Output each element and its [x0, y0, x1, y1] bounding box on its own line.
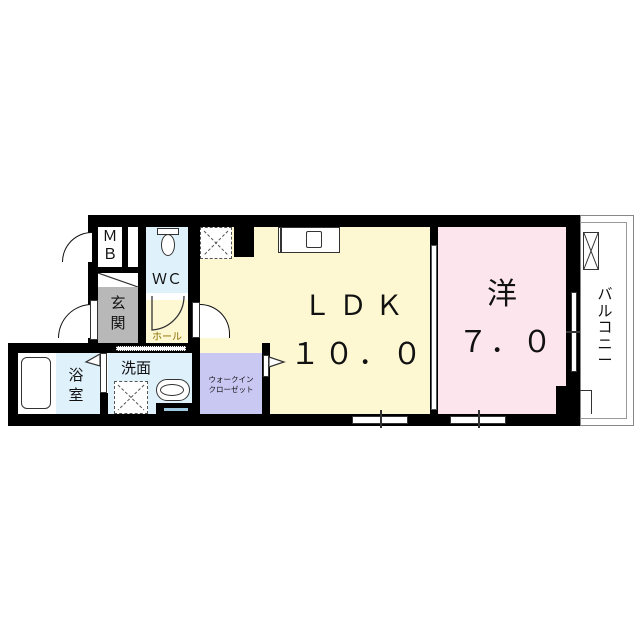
room-entrance [98, 287, 138, 343]
label-washroom: 洗面 [120, 359, 151, 377]
wall-wic-right [262, 343, 270, 426]
wash-strip [164, 408, 188, 411]
front-door-frame [90, 300, 98, 340]
wall-bath-wash [100, 393, 108, 414]
label-ldk-size: １０．０ [290, 337, 426, 372]
outer-wall-left-lower [8, 343, 18, 426]
label-wc: ＷＣ [151, 270, 182, 288]
door-wc[interactable] [150, 294, 186, 334]
washbasin-inner [160, 384, 184, 396]
kitchen-column [234, 227, 254, 257]
window-western-bottom-tick [478, 410, 480, 428]
label-entrance-1: 玄 [110, 294, 126, 312]
label-hall: ホール [152, 332, 182, 343]
front-door[interactable] [58, 304, 92, 338]
fridge-x-icon [203, 230, 229, 256]
room-hall [146, 300, 188, 343]
label-bath-2: 室 [68, 386, 84, 404]
washing-machine-x-icon [117, 384, 145, 411]
wall-wc-left [138, 215, 146, 300]
wall-mb-right [122, 227, 128, 267]
door-wic[interactable] [268, 355, 288, 371]
shoe-cabinet-line [98, 273, 138, 287]
door-hall-ldk-frame [192, 302, 200, 338]
sliding-door-ldk-western[interactable] [431, 245, 437, 410]
label-ldk-name: ＬＤＫ [302, 289, 411, 322]
wall-mb-bottom [98, 267, 138, 273]
hall-wash-sliding-door[interactable] [116, 346, 186, 351]
label-bath-1: 浴 [68, 366, 84, 384]
western-corner-column [556, 386, 566, 414]
balcony-inner-rail [580, 222, 627, 419]
label-western-name: 洋 [487, 277, 517, 312]
kitchen-sink [306, 231, 322, 248]
bathtub-shape [21, 357, 51, 409]
label-wic-1: ウォークイン [208, 375, 254, 384]
mb-inner-strip [128, 227, 134, 267]
wall-entrance-hall [138, 293, 146, 343]
room-mb [98, 227, 122, 267]
bath-door-frame [100, 353, 107, 393]
label-entrance-2: 関 [110, 314, 126, 332]
outer-wall-top [88, 215, 580, 227]
room-western [438, 227, 566, 414]
label-western-size: ７．０ [458, 325, 554, 360]
label-mb-2: Ｂ [102, 245, 118, 263]
door-mb[interactable] [62, 232, 92, 262]
label-balcony: バルコニー [597, 285, 613, 369]
label-wic-2: クローゼット [208, 385, 254, 394]
window-western-balcony-tick [566, 331, 582, 333]
window-ldk-bottom-tick [380, 410, 382, 428]
balcony-drain [580, 390, 592, 414]
outer-wall-left-upper [88, 215, 98, 350]
label-mb-1: Ｍ [102, 227, 118, 245]
wall-wash-wic [192, 343, 200, 426]
room-walk-in-closet [200, 353, 262, 414]
kitchen-divider [280, 227, 282, 253]
balcony-hatch-x-icon [583, 232, 599, 270]
toilet-bowl [161, 234, 175, 256]
